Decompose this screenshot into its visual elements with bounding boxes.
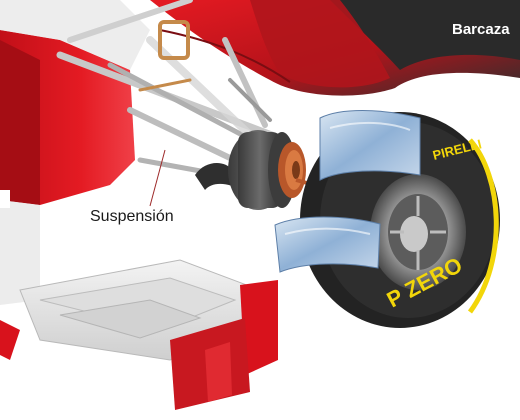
tyre-assembly: PIRELLI P ZERO — [274, 110, 500, 328]
nose-white-mark — [0, 190, 10, 208]
nose-chassis — [0, 0, 150, 305]
barge-label: Barcaza — [452, 21, 510, 38]
suspension-arms — [56, 0, 289, 183]
barge-panel — [150, 0, 520, 96]
front-wing — [0, 259, 278, 410]
wing-endplate — [240, 280, 278, 375]
suspension-leader-line — [149, 149, 166, 207]
suspension-label: Suspensión — [90, 208, 174, 225]
